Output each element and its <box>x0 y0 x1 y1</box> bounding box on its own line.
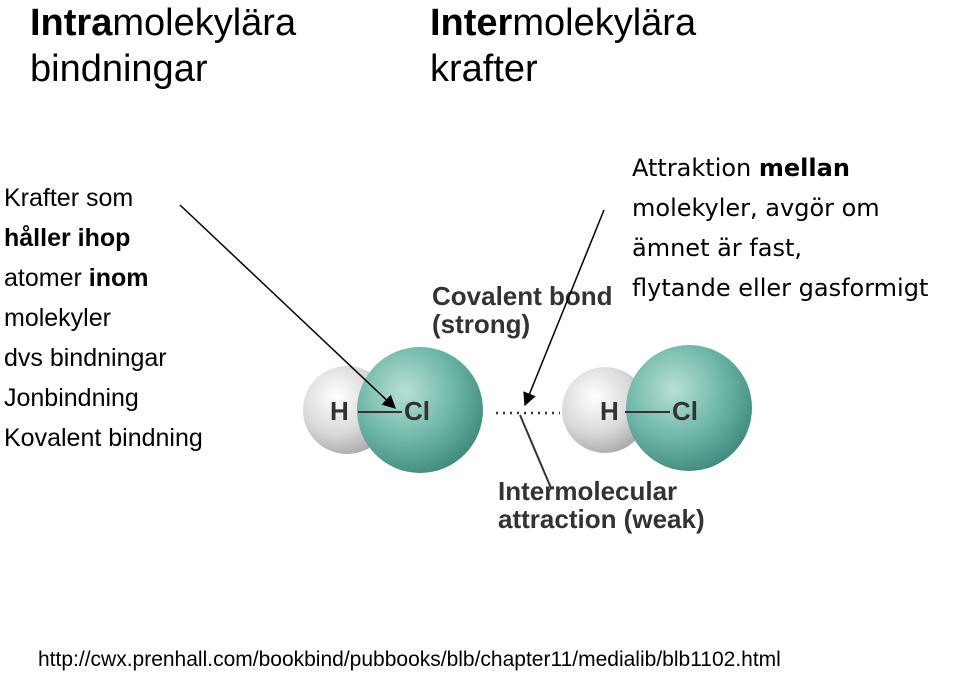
atom-label-cl: Cl <box>404 396 430 426</box>
intermolecular-weak-label: attraction (weak) <box>498 504 705 534</box>
chlorine-atom <box>357 347 483 473</box>
intramolecular-title: Intramolekylära bindningar <box>30 2 297 90</box>
desc-line: Kovalent bindning <box>4 424 203 452</box>
arrow-to-covalent-bond <box>179 204 396 409</box>
intermolecular-label: Intermolecular <box>498 476 677 506</box>
intramolecular-description: Krafter som håller ihop atomer inom mole… <box>4 178 203 458</box>
covalent-strong-label: (strong) <box>432 309 530 339</box>
desc-line: Jonbindning <box>4 384 139 412</box>
desc-line: molekyler <box>4 304 111 332</box>
chlorine-atom <box>626 345 752 471</box>
intermolecular-pointer-line <box>519 414 552 489</box>
hcl-molecule-left: H Cl <box>303 347 483 473</box>
intermolecular-description: Attraktion mellan molekyler, avgör om äm… <box>632 148 928 308</box>
desc-line: dvs bindningar <box>4 344 167 372</box>
intermolecular-title: Intermolekylära krafter <box>430 2 697 90</box>
desc-line: molekyler, avgör om <box>632 194 880 222</box>
desc-line: Attraktion mellan <box>632 154 850 182</box>
desc-line: ämnet är fast, <box>632 234 803 262</box>
source-url: http://cwx.prenhall.com/bookbind/pubbook… <box>38 648 781 671</box>
desc-line: atomer inom <box>4 264 149 292</box>
hydrogen-atom <box>562 367 648 453</box>
atom-label-cl: Cl <box>672 396 698 426</box>
desc-line: håller ihop <box>4 224 131 252</box>
atom-label-h: H <box>600 396 619 426</box>
covalent-bond-label: Covalent bond <box>432 281 613 311</box>
hcl-molecule-right: H Cl <box>562 345 752 471</box>
arrow-to-intermolecular <box>523 209 605 407</box>
desc-line: flytande eller gasformigt <box>632 274 929 302</box>
atom-label-h: H <box>330 396 349 426</box>
desc-line: Krafter som <box>4 184 134 212</box>
